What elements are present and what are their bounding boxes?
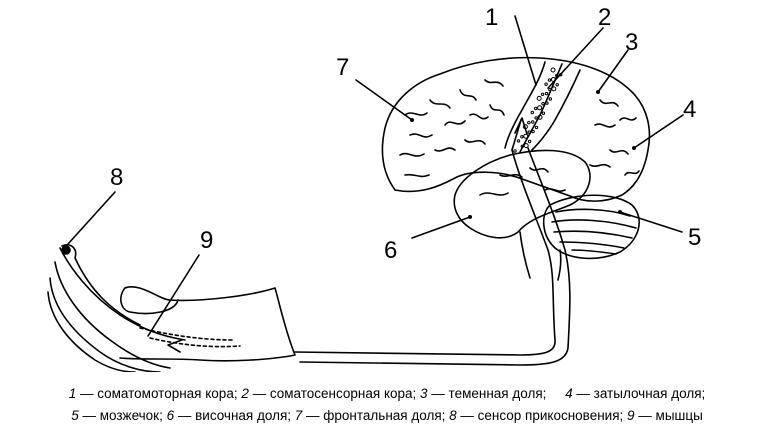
caption-line-1: 1 — соматомоторная кора; 2 — соматосенсо…	[68, 386, 706, 401]
leader-4	[633, 114, 684, 149]
hand-outline	[47, 247, 186, 372]
label-8: 8	[110, 164, 123, 191]
brain-hand-diagram: 1 2 3 4 5 6 7 8 9	[47, 4, 701, 372]
leader-9	[147, 254, 200, 337]
label-5: 5	[688, 224, 701, 251]
label-7: 7	[336, 54, 349, 81]
temporal-lobe	[453, 149, 591, 239]
leader-5	[619, 211, 683, 233]
leader-6	[411, 216, 471, 239]
label-1: 1	[485, 4, 498, 31]
caption-line-2: 5 — мозжечок; 6 — височная доля; 7 — фро…	[71, 408, 703, 423]
leader-1	[514, 15, 537, 86]
somatosensory-dots	[513, 67, 563, 153]
leader-7	[355, 79, 413, 121]
nerve-path	[294, 149, 556, 356]
arrow-down	[167, 339, 183, 353]
label-6: 6	[384, 237, 397, 264]
central-sulcus	[504, 61, 546, 149]
arm-outline	[119, 285, 296, 362]
leader-2	[547, 27, 604, 89]
somatosensory-strip	[519, 63, 563, 153]
cerebellum	[542, 194, 640, 260]
leader-3	[597, 49, 629, 93]
brain-stem	[519, 231, 562, 281]
label-9: 9	[200, 227, 213, 254]
brain-outline	[381, 56, 651, 202]
label-4: 4	[683, 96, 696, 123]
label-2: 2	[598, 4, 611, 31]
touch-sensor	[61, 245, 71, 255]
gyri-lines	[399, 79, 640, 178]
label-3: 3	[625, 29, 638, 56]
leader-8	[67, 191, 116, 245]
muscle	[139, 327, 236, 341]
